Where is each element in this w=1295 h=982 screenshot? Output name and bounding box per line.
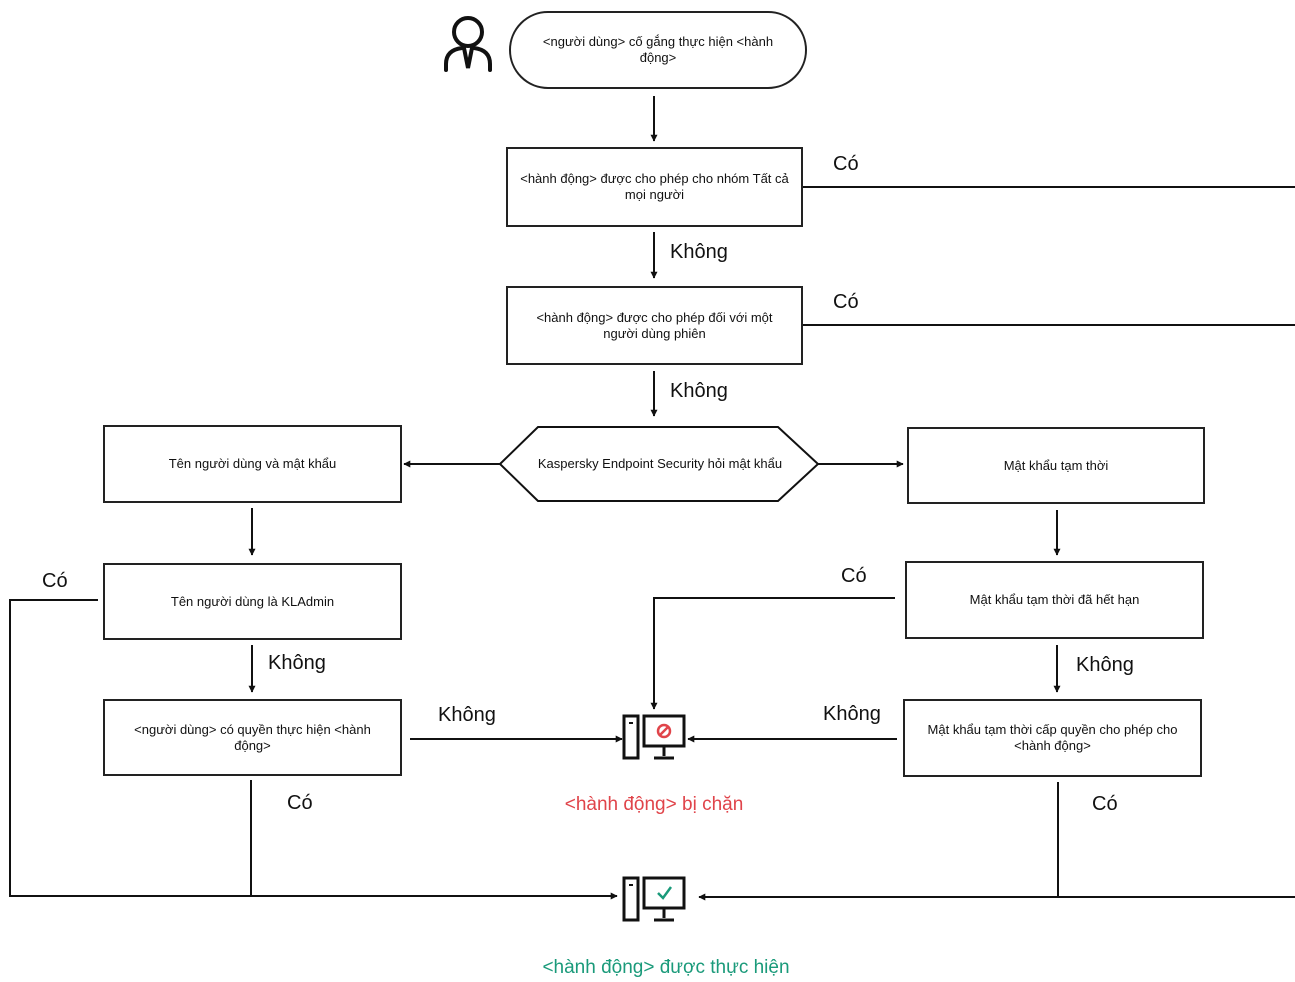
no-label-all-group: Không [670,241,728,263]
check-session-user-node: <hành động> được cho phép đối với một ng… [506,286,803,365]
temp-grants-node: Mật khẩu tạm thời cấp quyền cho phép cho… [903,699,1202,777]
yes-label-temp-grants: Có [1092,793,1118,815]
no-label-session-user: Không [670,380,728,402]
temp-password-node: Mật khẩu tạm thời [907,427,1205,504]
user-icon [444,16,492,72]
no-label-temp-grants: Không [823,703,881,725]
start-node: <người dùng> cố gắng thực hiện <hành độn… [509,11,807,89]
user-has-rights-node: <người dùng> có quyền thực hiện <hành độ… [103,699,402,776]
blocked-result-label: <hành động> bị chặn [564,794,744,815]
yes-label-session-user: Có [833,291,859,313]
is-kladmin-node: Tên người dùng là KLAdmin [103,563,402,640]
yes-label-all-group: Có [833,153,859,175]
executed-result-label: <hành động> được thực hiện [542,957,790,978]
username-password-node: Tên người dùng và mật khẩu [103,425,402,503]
yes-label-temp-expired: Có [841,565,867,587]
yes-label-user-rights: Có [287,792,313,814]
no-label-temp-expired: Không [1076,654,1134,676]
yes-label-kladmin: Có [42,570,68,592]
allowed-computer-icon [622,876,686,922]
ask-password-node: Kaspersky Endpoint Security hỏi mật khẩu [537,456,783,471]
no-label-kladmin: Không [268,652,326,674]
blocked-computer-icon [622,714,686,760]
no-label-user-rights: Không [438,704,496,726]
temp-expired-node: Mật khẩu tạm thời đã hết hạn [905,561,1204,639]
check-all-group-node: <hành động> được cho phép cho nhóm Tất c… [506,147,803,227]
